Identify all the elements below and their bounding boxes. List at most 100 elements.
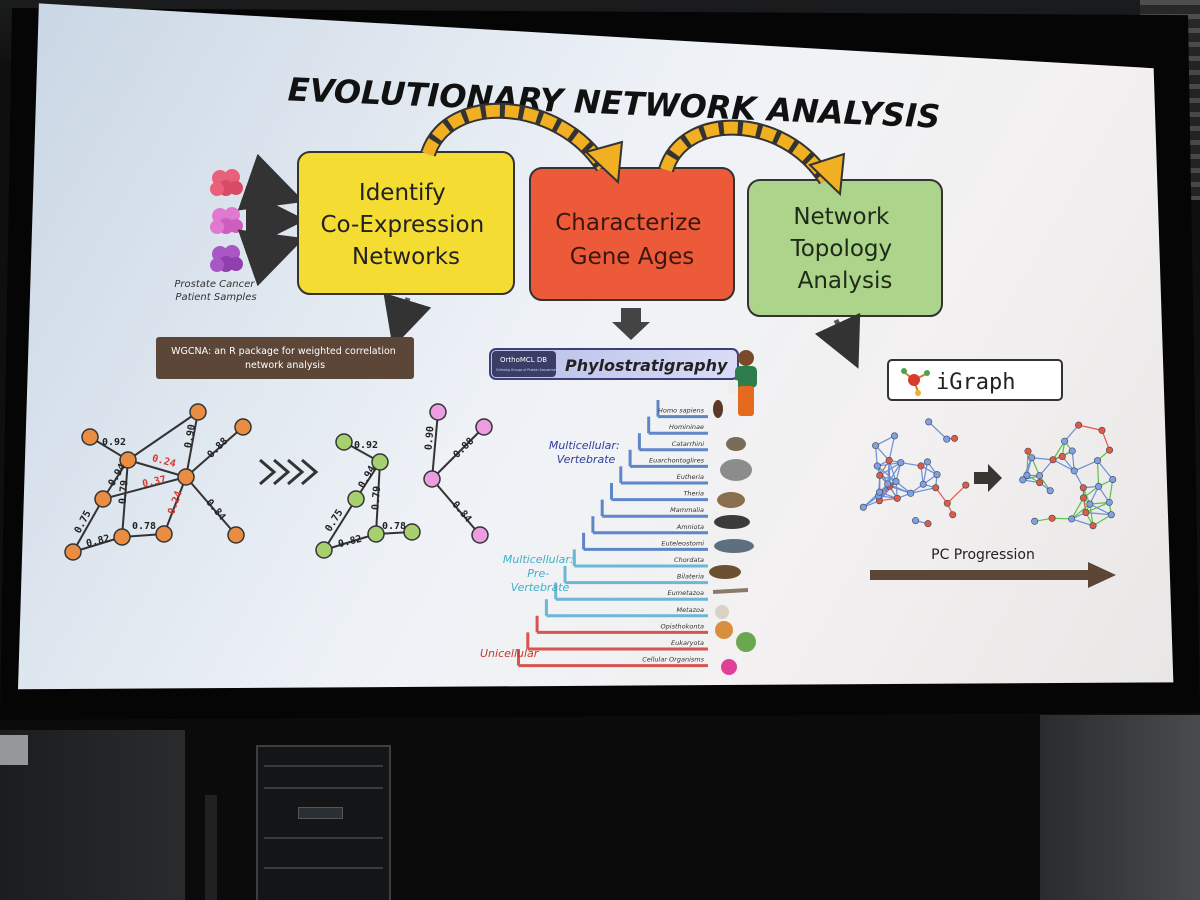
phylostratum-step <box>582 532 708 551</box>
network-node <box>1068 515 1076 523</box>
sample-cell-purple-icon <box>210 245 243 272</box>
network-edge <box>1089 504 1094 526</box>
network-node <box>1107 511 1115 519</box>
samples-label: Prostate Cancer Patient Samples <box>174 279 257 303</box>
network-node <box>951 434 959 442</box>
network-edge <box>1073 460 1098 472</box>
svg-text:Ortholog Groups of Protein Seq: Ortholog Groups of Protein Sequences <box>496 368 557 372</box>
taxon-label: Euteleostomi <box>661 539 704 547</box>
network-node <box>81 428 99 446</box>
network-node <box>876 471 884 479</box>
step-identify-networks: Identify Co-Expression Networks <box>297 151 515 295</box>
network-node <box>1068 447 1076 455</box>
network-edge <box>1097 460 1114 480</box>
network-edge <box>879 462 902 476</box>
svg-text:0.24: 0.24 <box>166 490 185 516</box>
network-edge <box>877 461 901 467</box>
equipment-rack <box>256 745 391 900</box>
network-node <box>932 484 940 492</box>
phylostratum-step <box>637 433 708 452</box>
network-edge <box>1071 497 1084 520</box>
network-node <box>912 517 920 525</box>
network-edge <box>1089 503 1112 516</box>
network-node <box>943 499 951 507</box>
exit-light <box>0 735 28 765</box>
svg-text:Identify Co-Expressi: Identify Co-Expression Networks <box>320 180 491 270</box>
svg-text:0.78: 0.78 <box>132 521 156 532</box>
svg-text:iGraph: iGraph <box>936 370 1015 395</box>
network-node <box>1028 454 1036 462</box>
svg-text:0.90: 0.90 <box>183 423 198 449</box>
phylostratigraphy-label: Phylostratigraphy <box>565 356 728 375</box>
phylostratum-step <box>535 615 708 634</box>
network-edge <box>1092 514 1112 527</box>
network-node <box>1082 508 1090 516</box>
svg-text:0.88: 0.88 <box>206 436 231 461</box>
network-node <box>1036 472 1044 480</box>
network-node <box>1079 484 1087 492</box>
elephant-icon <box>720 459 752 481</box>
network-node <box>403 523 421 541</box>
network-node <box>1019 476 1027 484</box>
phylostratum-step <box>591 516 708 535</box>
wgcna-banner: WGCNA: an R package for weighted correla… <box>156 337 414 379</box>
wall-right <box>1040 715 1200 900</box>
group-vertebrate-label: Multicellular: Vertebrate <box>549 439 623 466</box>
taxon-label: Mammalia <box>670 506 704 514</box>
network-node <box>885 456 893 464</box>
slide-title: EVOLUTIONARY NETWORK ANALYSIS <box>287 70 941 135</box>
taxon-label: Homininae <box>669 423 704 431</box>
network-edge <box>1052 440 1066 461</box>
patient-sample-icons <box>210 153 306 287</box>
network-node <box>873 462 881 470</box>
network-edge <box>910 487 936 494</box>
network-node <box>367 525 385 543</box>
sample-cell-pink-icon <box>210 207 243 234</box>
network-edge <box>1085 511 1112 516</box>
network-edge <box>1071 518 1094 527</box>
network-edge <box>1078 424 1103 431</box>
taxon-label: Metazoa <box>676 606 704 614</box>
taxon-label: Catarrhini <box>672 440 704 448</box>
network-edge <box>887 462 902 485</box>
network-node <box>923 458 931 466</box>
svg-text:0.92: 0.92 <box>354 440 378 451</box>
network-node <box>315 541 333 559</box>
network-edge <box>1101 430 1111 451</box>
network2-nodes <box>315 433 421 559</box>
lancelet-icon <box>709 565 741 579</box>
network-edge <box>946 484 967 504</box>
network-node <box>1046 487 1054 495</box>
phylostratum-step <box>656 400 708 419</box>
taxon-label: Euarchontoglires <box>649 456 705 464</box>
sponge-icon <box>715 605 729 619</box>
network-node <box>94 490 112 508</box>
stage-floor <box>0 715 1200 900</box>
taxon-label: Opisthokonta <box>661 622 704 630</box>
network-edge <box>1052 459 1075 472</box>
network-node <box>1024 447 1032 455</box>
phylostratum-step <box>554 582 708 601</box>
network-edge <box>878 481 897 502</box>
taxon-label: Homo sapiens <box>658 407 705 415</box>
primate-icon <box>726 437 746 451</box>
network-node <box>371 453 389 471</box>
network-node <box>1098 426 1106 434</box>
network-node <box>1106 446 1114 454</box>
network-node <box>872 442 880 450</box>
phylostratigraphy-banner: OrthoMCL DB Ortholog Groups of Protein S… <box>489 348 739 380</box>
network-node <box>1094 457 1102 465</box>
bacteria-icon <box>721 659 737 675</box>
network-edge <box>888 435 896 461</box>
network-node <box>429 403 447 421</box>
network1-nodes <box>64 403 252 561</box>
network-node <box>475 418 493 436</box>
network-node <box>471 526 489 544</box>
phylostratum-step <box>628 449 708 468</box>
phylostratum-step <box>600 499 708 518</box>
svg-text:0.84: 0.84 <box>449 499 473 525</box>
coexpression-network-module-pink <box>431 411 485 536</box>
network-node <box>876 488 884 496</box>
phylostratum-step <box>526 632 708 651</box>
scientist-character-icon <box>728 350 757 416</box>
